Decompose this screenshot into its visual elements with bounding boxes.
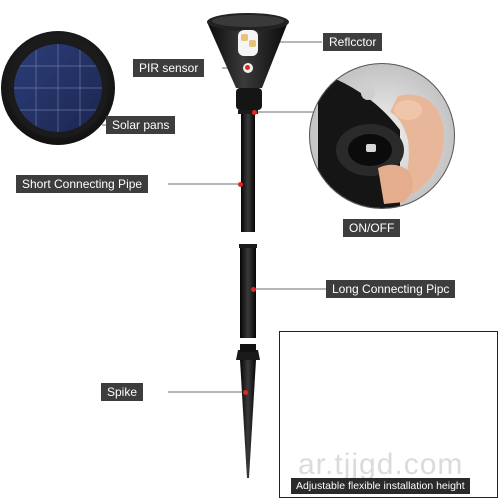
label-spike: Spike	[101, 383, 144, 401]
label-long-connecting-pipe: Long Connecting Pipc	[326, 280, 456, 298]
label-on-off: ON/OFF	[343, 219, 401, 237]
label-pir-sensor: PIR sensor	[133, 59, 205, 77]
inset-caption: Adjustable flexible installation height	[291, 478, 470, 494]
height-adjustment-inset	[279, 331, 498, 498]
label-short-connecting-pipe: Short Connecting Pipe	[16, 175, 149, 193]
spike-marker	[243, 390, 248, 395]
short-pipe-marker	[238, 182, 243, 187]
long-pipe-marker	[251, 287, 256, 292]
label-solar-panels: Solar pans	[106, 116, 176, 134]
watermark: ar.tjjgd.com	[298, 448, 464, 481]
pir-sensor-marker	[245, 65, 250, 70]
switch-marker	[252, 110, 257, 115]
label-reflector: Reflcctor	[323, 33, 383, 51]
